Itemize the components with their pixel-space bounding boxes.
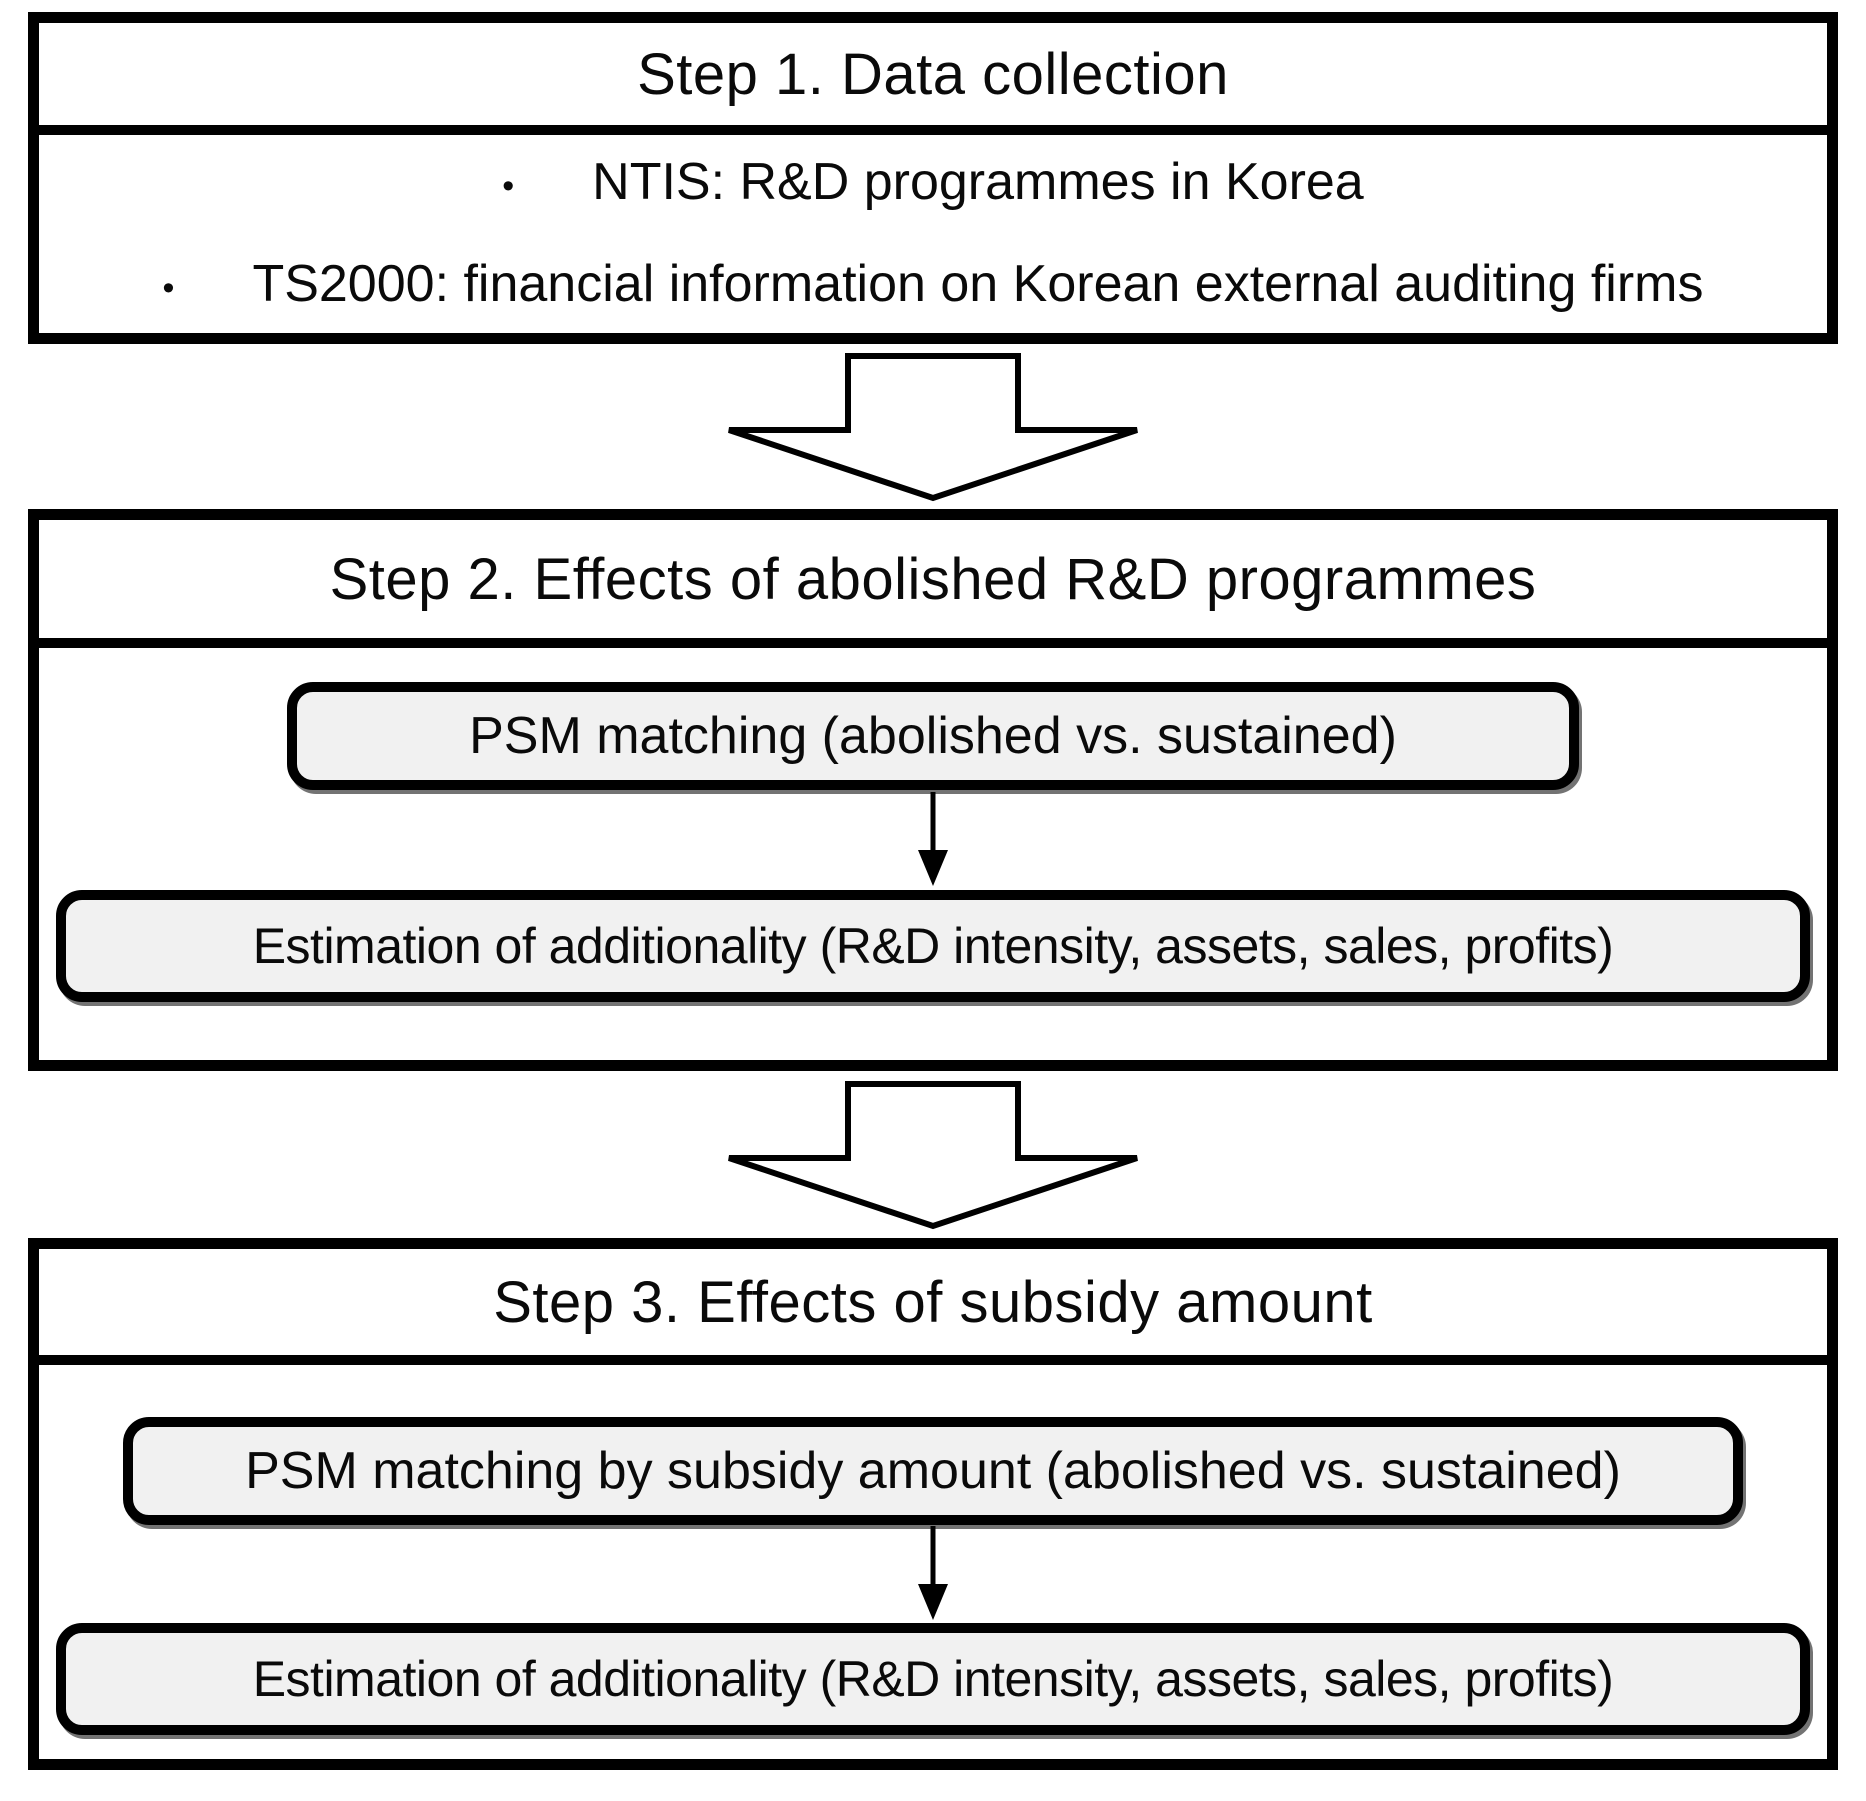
step3-content: PSM matching by subsidy amount (abolishe… xyxy=(39,1365,1827,1735)
step1-content: • NTIS: R&D programmes in Korea • TS2000… xyxy=(39,135,1827,334)
bullet-icon: • xyxy=(162,268,175,307)
step1-title: Step 1. Data collection xyxy=(39,23,1827,135)
block-arrow-gap-1 xyxy=(28,344,1838,509)
bullet-item-ts2000: • TS2000: financial information on Korea… xyxy=(39,254,1827,314)
down-block-arrow-icon xyxy=(728,352,1138,501)
down-block-arrow-icon xyxy=(728,1080,1138,1229)
bullet-item-ntis: • NTIS: R&D programmes in Korea xyxy=(39,152,1827,212)
step2-content: PSM matching (abolished vs. sustained) E… xyxy=(39,648,1827,1002)
bullet-icon: • xyxy=(502,166,515,205)
block-arrow-gap-2 xyxy=(28,1071,1838,1238)
down-arrow-icon xyxy=(918,792,948,886)
step1-box: Step 1. Data collection • NTIS: R&D prog… xyxy=(28,12,1838,344)
psm-matching-subsidy-box: PSM matching by subsidy amount (abolishe… xyxy=(123,1417,1743,1525)
connector-arrow-wrap xyxy=(913,790,953,890)
step3-box: Step 3. Effects of subsidy amount PSM ma… xyxy=(28,1238,1838,1770)
step3-title: Step 3. Effects of subsidy amount xyxy=(39,1249,1827,1365)
step2-title: Step 2. Effects of abolished R&D program… xyxy=(39,520,1827,648)
bullet-text-ts2000: TS2000: financial information on Korean … xyxy=(252,254,1704,313)
psm-matching-box: PSM matching (abolished vs. sustained) xyxy=(287,682,1579,790)
step2-box: Step 2. Effects of abolished R&D program… xyxy=(28,509,1838,1071)
bullet-text-ntis: NTIS: R&D programmes in Korea xyxy=(592,152,1364,211)
connector-arrow-wrap xyxy=(913,1525,953,1623)
estimation-additionality-box: Estimation of additionality (R&D intensi… xyxy=(56,890,1810,1002)
estimation-additionality-box: Estimation of additionality (R&D intensi… xyxy=(56,1623,1810,1735)
down-arrow-icon xyxy=(918,1526,948,1620)
